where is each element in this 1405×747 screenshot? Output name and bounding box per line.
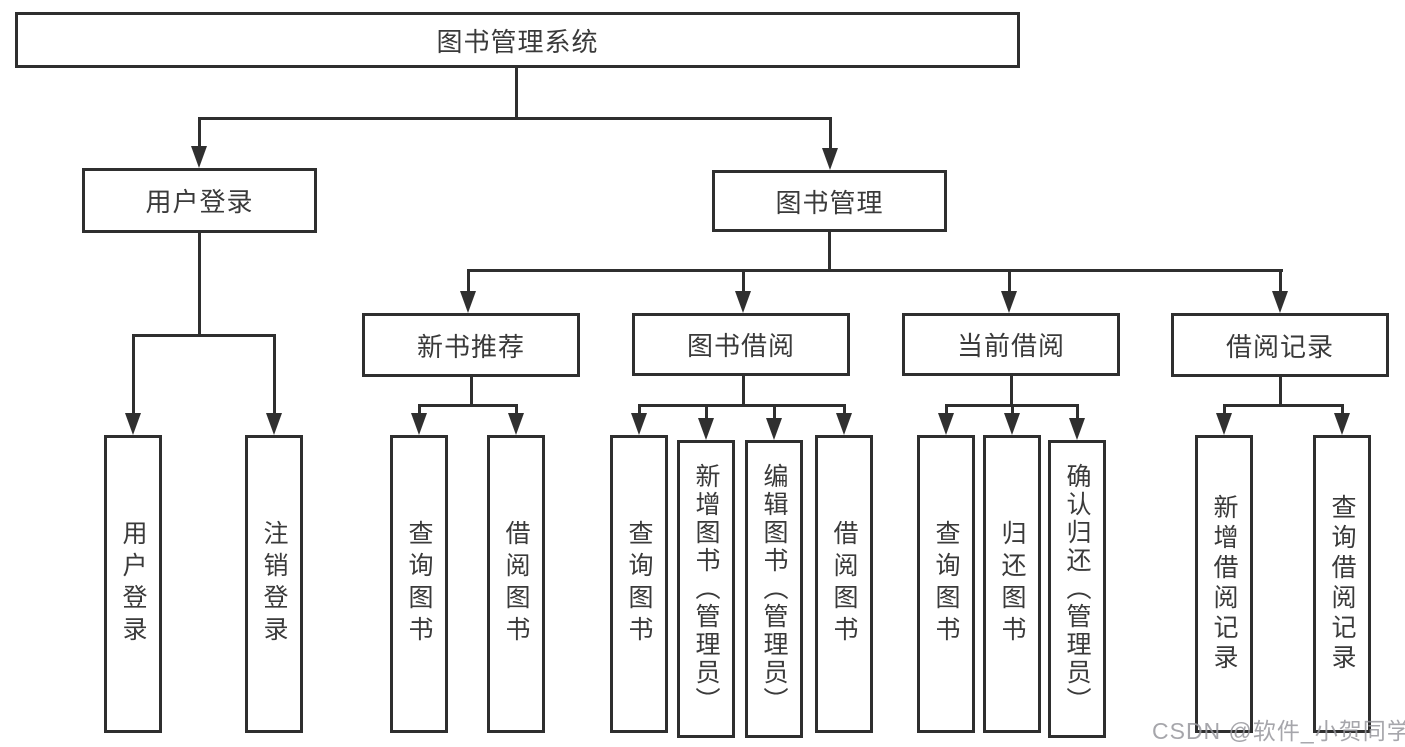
connector-line xyxy=(638,404,846,407)
connector-line xyxy=(829,117,832,150)
connector-line xyxy=(1223,404,1344,407)
connector-line xyxy=(638,404,641,415)
arrow-down-icon xyxy=(1272,291,1288,313)
arrow-down-icon xyxy=(766,418,782,440)
connector-line xyxy=(132,334,276,337)
connector-line xyxy=(843,404,846,415)
connector-line xyxy=(418,404,421,415)
connector-line xyxy=(515,68,518,120)
node-book-borrow: 图书借阅 xyxy=(632,313,850,376)
connector-line xyxy=(467,269,1283,272)
arrow-down-icon xyxy=(1334,413,1350,435)
connector-line xyxy=(1008,269,1011,293)
connector-line xyxy=(1279,377,1282,407)
leaf-record-query-borrow-record: 查询借阅记录 xyxy=(1313,435,1371,733)
leaf-borrow-add-book-admin: 新增图书（管理员） xyxy=(677,440,735,738)
connector-line xyxy=(273,334,276,413)
leaf-current-confirm-return-admin: 确认归还（管理员） xyxy=(1048,440,1106,738)
arrow-down-icon xyxy=(698,418,714,440)
leaf-borrow-borrow-book: 借阅图书 xyxy=(815,435,873,733)
connector-line xyxy=(1223,404,1226,415)
leaf-borrow-edit-book-admin: 编辑图书（管理员） xyxy=(745,440,803,738)
arrow-down-icon xyxy=(191,146,207,168)
csdn-watermark: CSDN @软件_小贺同学 xyxy=(1152,718,1405,744)
connector-line xyxy=(1076,404,1079,420)
leaf-current-query-book: 查询图书 xyxy=(917,435,975,733)
arrow-down-icon xyxy=(1001,291,1017,313)
connector-line xyxy=(467,269,470,293)
connector-line xyxy=(742,269,745,293)
arrow-down-icon xyxy=(1216,413,1232,435)
arrow-down-icon xyxy=(822,148,838,170)
connector-line xyxy=(418,404,518,407)
connector-line xyxy=(1341,404,1344,415)
connector-line xyxy=(198,117,832,120)
connector-line xyxy=(1010,376,1013,407)
leaf-recommend-borrow-book: 借阅图书 xyxy=(487,435,545,733)
leaf-user-login: 用户登录 xyxy=(104,435,162,733)
arrow-down-icon xyxy=(460,291,476,313)
node-new-book-recommend: 新书推荐 xyxy=(362,313,580,377)
connector-line xyxy=(705,404,708,420)
node-current-borrow: 当前借阅 xyxy=(902,313,1120,376)
arrow-down-icon xyxy=(1004,413,1020,435)
arrow-down-icon xyxy=(266,413,282,435)
arrow-down-icon xyxy=(735,291,751,313)
connector-line xyxy=(198,117,201,148)
arrow-down-icon xyxy=(125,413,141,435)
connector-line xyxy=(1011,404,1014,415)
arrow-down-icon xyxy=(411,413,427,435)
leaf-recommend-query-book: 查询图书 xyxy=(390,435,448,733)
connector-line xyxy=(773,404,776,420)
connector-line xyxy=(742,376,745,407)
arrow-down-icon xyxy=(836,413,852,435)
leaf-current-return-book: 归还图书 xyxy=(983,435,1041,733)
node-borrow-record: 借阅记录 xyxy=(1171,313,1389,377)
connector-line xyxy=(828,232,831,271)
connector-line xyxy=(470,377,473,407)
arrow-down-icon xyxy=(631,413,647,435)
node-user-login: 用户登录 xyxy=(82,168,317,233)
connector-line xyxy=(945,404,948,415)
connector-line xyxy=(198,233,201,337)
arrow-down-icon xyxy=(938,413,954,435)
connector-line xyxy=(132,334,135,413)
connector-line xyxy=(1279,269,1282,293)
leaf-logout-login: 注销登录 xyxy=(245,435,303,733)
leaf-borrow-query-book: 查询图书 xyxy=(610,435,668,733)
node-book-management: 图书管理 xyxy=(712,170,947,232)
connector-line xyxy=(515,404,518,415)
arrow-down-icon xyxy=(508,413,524,435)
leaf-record-add-borrow-record: 新增借阅记录 xyxy=(1195,435,1253,733)
arrow-down-icon xyxy=(1069,418,1085,440)
node-library-management-system: 图书管理系统 xyxy=(15,12,1020,68)
